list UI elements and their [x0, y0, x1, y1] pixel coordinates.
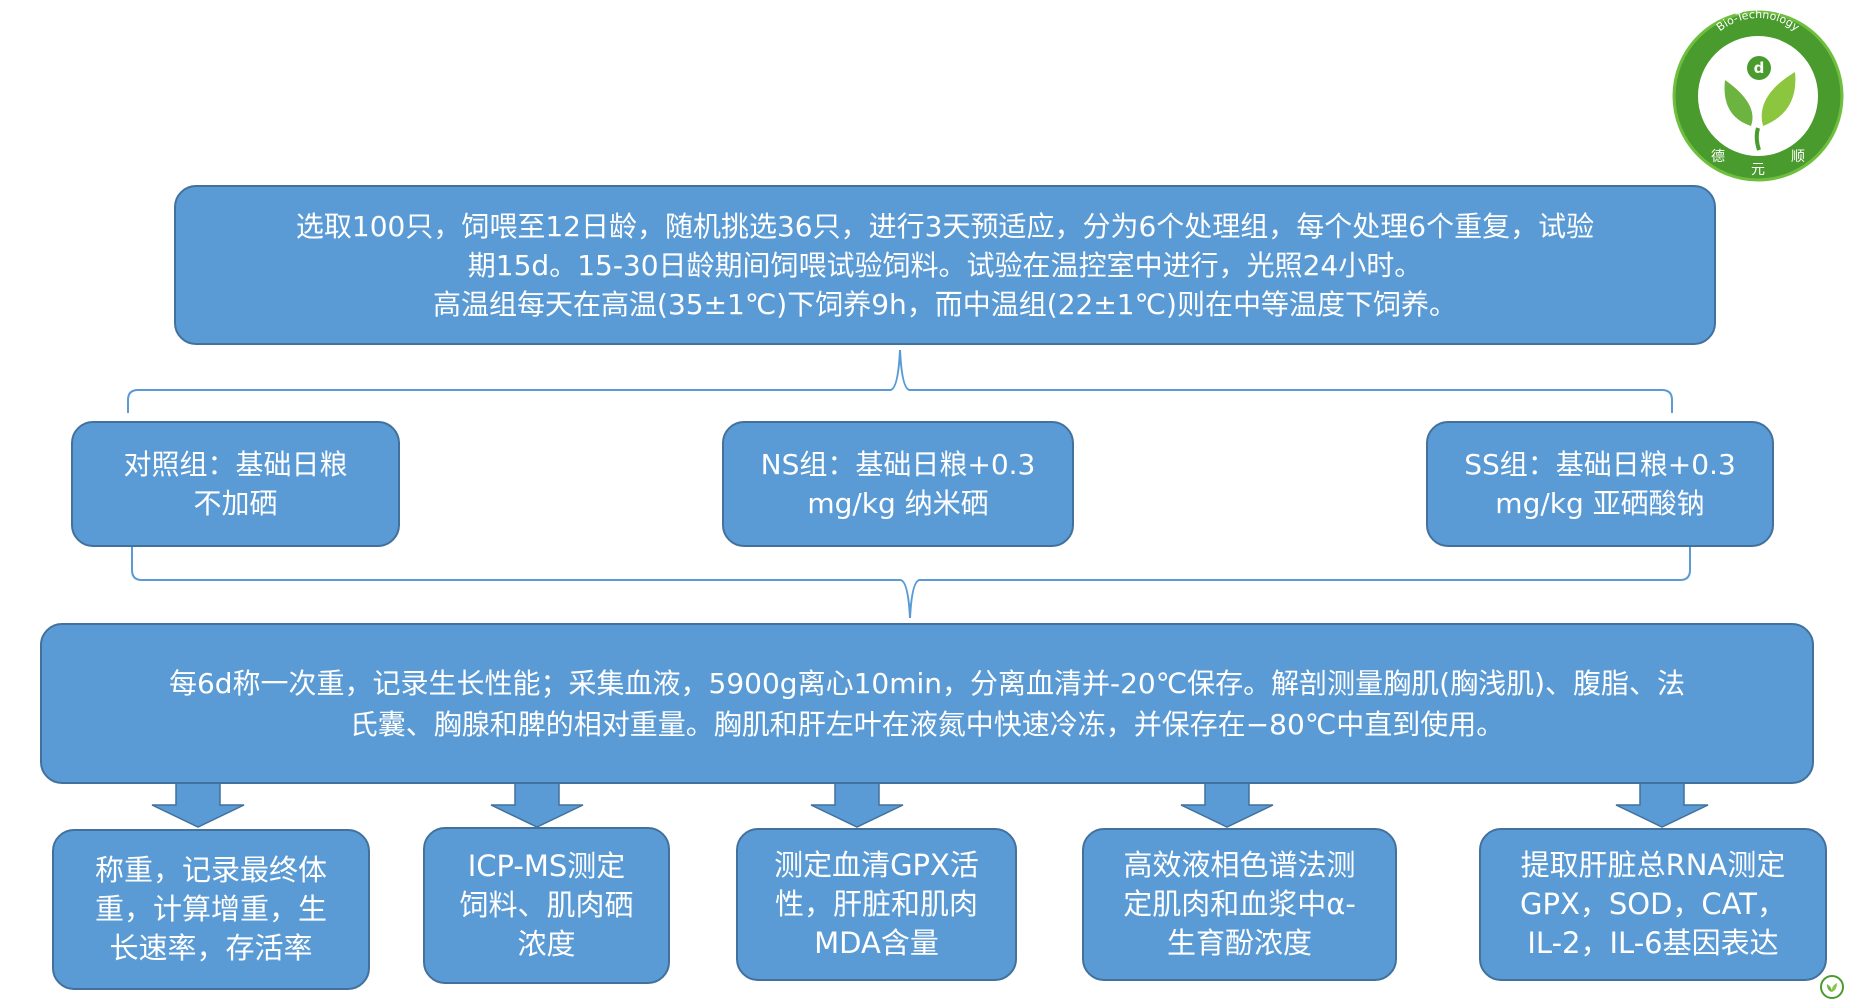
corner-logo-icon: [1820, 975, 1844, 999]
control-group-text: 对照组：基础日粮 不加硒: [123, 448, 348, 520]
arrow-down-1: [151, 780, 245, 828]
sampling-procedure-text: 每6d称一次重，记录生长性能；采集血液，5900g离心10min，分离血清并-2…: [168, 666, 1686, 741]
result-text-growth: 称重，记录最终体 重，计算增重，生 长速率，存活率: [94, 853, 327, 965]
logo-char-2: 元: [1751, 162, 1765, 178]
result-text-selenium: ICP-MS测定 饲料、肌肉硒 浓度: [459, 849, 634, 961]
ss-group-text: SS组：基础日粮+0.3 mg/kg 亚硒酸钠: [1464, 448, 1736, 520]
ns-group-text: NS组：基础日粮+0.3 mg/kg 纳米硒: [760, 448, 1036, 520]
arrow-down-2: [490, 780, 584, 828]
result-box-gpx-mda: 测定血清GPX活 性，肝脏和肌肉 MDA含量: [736, 828, 1017, 981]
result-box-tocopherol: 高效液相色谱法测 定肌肉和血浆中α- 生育酚浓度: [1082, 828, 1397, 981]
brace-bottom: [131, 545, 1691, 619]
logo-letter: d: [1754, 59, 1765, 77]
logo-char-3: 顺: [1791, 149, 1805, 165]
company-logo: Bio-Technology d 德 元 顺: [1672, 8, 1844, 182]
result-box-gene-expression: 提取肝脏总RNA测定 GPX，SOD，CAT， IL-2，IL-6基因表达: [1479, 828, 1827, 981]
result-box-selenium: ICP-MS测定 饲料、肌肉硒 浓度: [423, 827, 670, 984]
experiment-setup-box: 选取100只，饲喂至12日龄，随机挑选36只，进行3天预适应，分为6个处理组，每…: [174, 185, 1716, 345]
arrow-down-3: [810, 780, 904, 828]
result-text-gpx-mda: 测定血清GPX活 性，肝脏和肌肉 MDA含量: [774, 848, 979, 960]
arrow-down-4: [1180, 780, 1274, 828]
ss-group-box: SS组：基础日粮+0.3 mg/kg 亚硒酸钠: [1426, 421, 1774, 547]
brace-top: [127, 349, 1673, 413]
logo-char-1: 德: [1711, 149, 1725, 165]
control-group-box: 对照组：基础日粮 不加硒: [71, 421, 400, 547]
result-text-gene-expression: 提取肝脏总RNA测定 GPX，SOD，CAT， IL-2，IL-6基因表达: [1520, 848, 1786, 960]
leaf-left-icon: [1724, 80, 1753, 126]
experiment-setup-text: 选取100只，饲喂至12日龄，随机挑选36只，进行3天预适应，分为6个处理组，每…: [295, 209, 1595, 321]
leaf-right-icon: [1761, 72, 1796, 126]
sampling-procedure-box: 每6d称一次重，记录生长性能；采集血液，5900g离心10min，分离血清并-2…: [40, 623, 1814, 784]
result-text-tocopherol: 高效液相色谱法测 定肌肉和血浆中α- 生育酚浓度: [1123, 848, 1356, 960]
ns-group-box: NS组：基础日粮+0.3 mg/kg 纳米硒: [722, 421, 1074, 547]
result-box-growth: 称重，记录最终体 重，计算增重，生 长速率，存活率: [52, 829, 370, 990]
arrow-down-5: [1615, 780, 1709, 828]
